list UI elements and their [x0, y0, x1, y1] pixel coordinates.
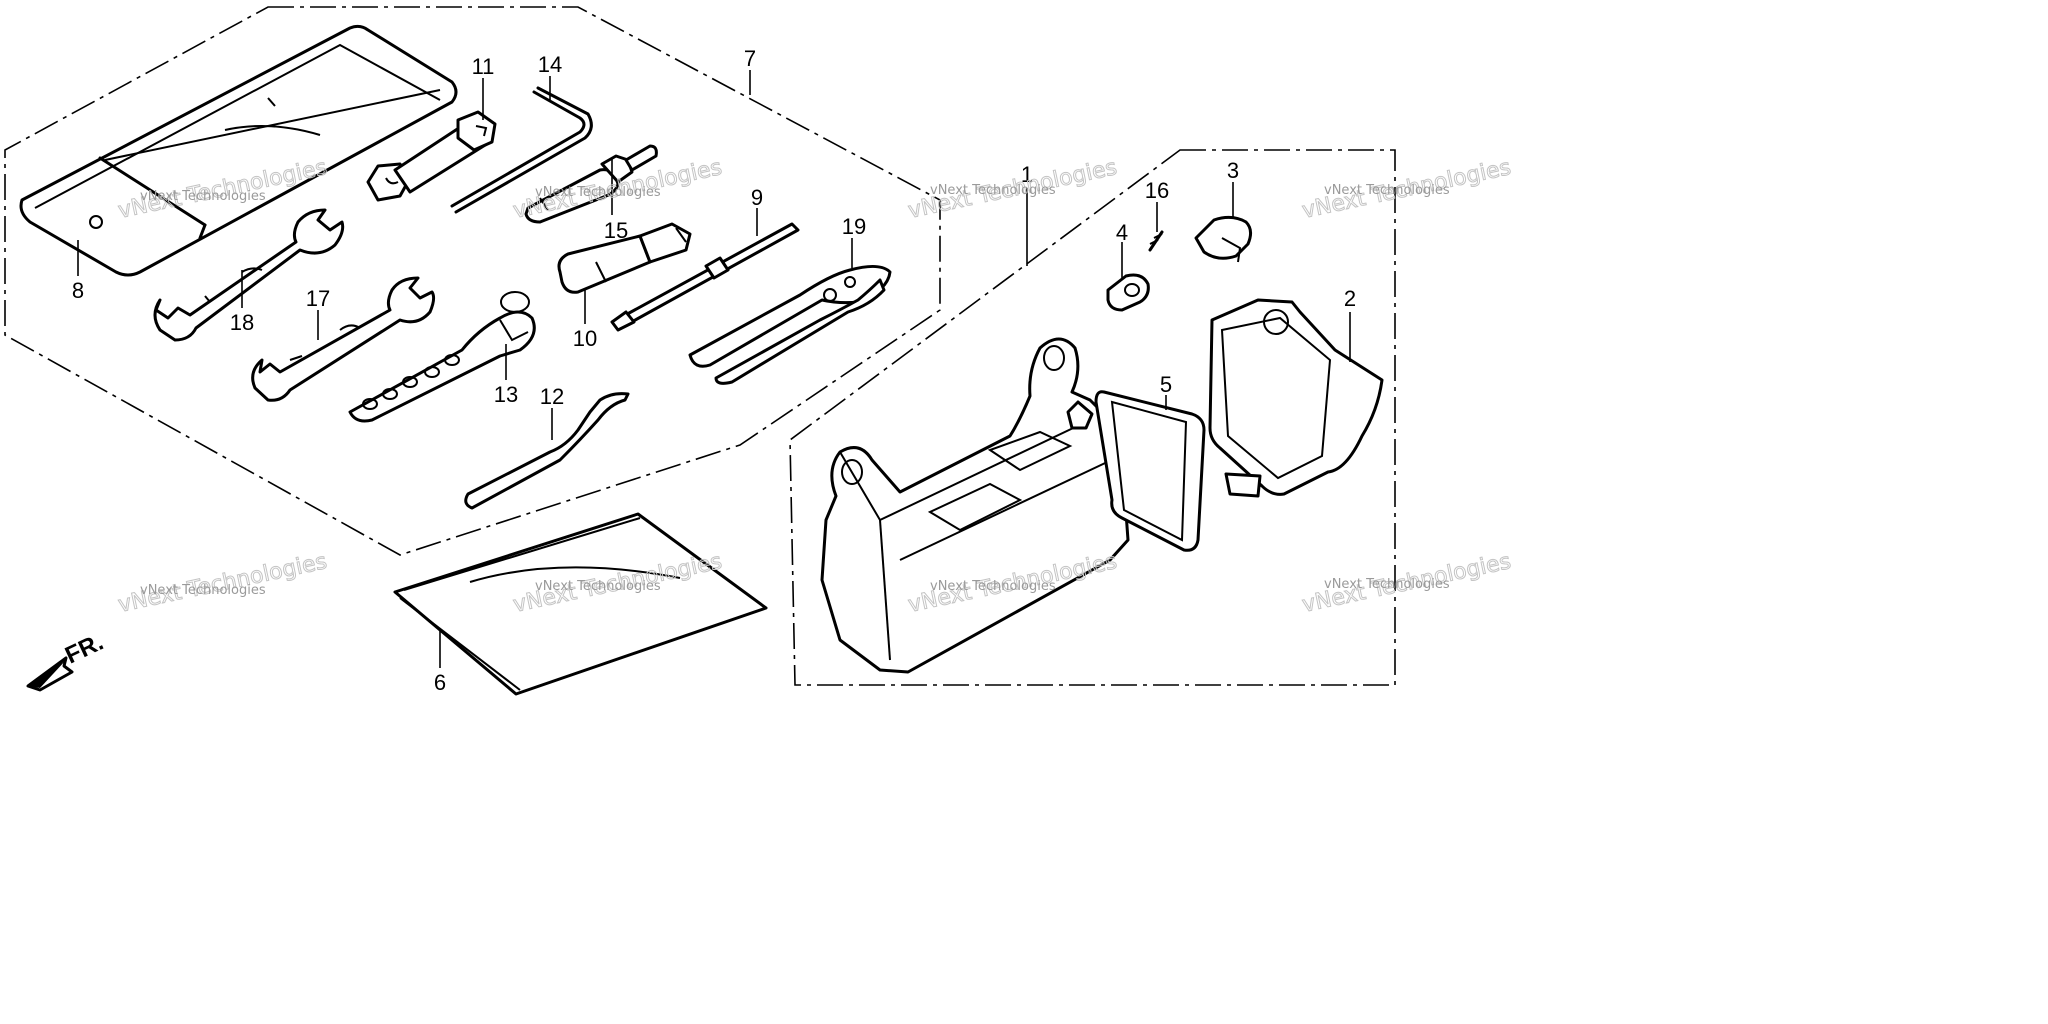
callout-8: 8 [72, 278, 84, 303]
tool-box-1 [820, 337, 1130, 674]
wrench-17 [251, 276, 436, 402]
watermark-small: vNext Technologies [930, 183, 1056, 198]
callout-10: 10 [573, 326, 597, 351]
watermark-corner-small: vNext Technologies [1324, 577, 1450, 592]
pliers-19 [688, 265, 892, 385]
bolt-3 [1194, 215, 1253, 263]
offset-wrench-13 [348, 291, 536, 423]
watermark-corner-small: vNext Technologies [1324, 183, 1450, 198]
callout-15: 15 [604, 218, 628, 243]
tool-box-lid-2 [1208, 298, 1384, 498]
gasket-5 [1094, 390, 1206, 552]
watermark-small: vNext Technologies [535, 579, 661, 594]
callout-17: 17 [306, 286, 330, 311]
screwdriver-grip-15 [524, 144, 658, 224]
box-wrench-11 [366, 110, 497, 202]
callout-1: 1 [1021, 162, 1033, 187]
callout-18: 18 [230, 310, 254, 335]
callout-14: 14 [538, 52, 562, 77]
callout-numbers: 1 2 3 4 5 6 7 8 9 10 11 12 13 14 15 16 1… [72, 46, 1356, 695]
tool-kit-group-boundary [4, 6, 941, 556]
callout-2: 2 [1344, 286, 1356, 311]
tool-bag [19, 24, 458, 277]
callout-13: 13 [494, 382, 518, 407]
watermark-small: vNext Technologies [140, 189, 266, 204]
nut-4 [1106, 273, 1150, 312]
tool-box-group-boundary [789, 149, 1396, 686]
wrench-18 [153, 208, 345, 342]
direction-label: FR. [61, 629, 107, 670]
callout-19: 19 [842, 214, 866, 239]
spring-16 [1148, 230, 1164, 252]
screwdriver-9 [610, 222, 800, 332]
callout-7: 7 [744, 46, 756, 71]
callout-16: 16 [1145, 178, 1169, 203]
callout-9: 9 [751, 185, 763, 210]
callout-5: 5 [1160, 372, 1172, 397]
front-direction-arrow [26, 656, 74, 692]
callout-3: 3 [1227, 158, 1239, 183]
watermark-small: vNext Technologies [140, 583, 266, 598]
callout-12: 12 [540, 384, 564, 409]
callout-11: 11 [472, 54, 495, 79]
leader-lines [77, 70, 1351, 668]
pin-spanner-12 [464, 392, 630, 510]
hex-key-14 [450, 86, 593, 214]
tool-kit-exploded-diagram: FR. 1 2 3 4 5 6 7 8 9 10 11 12 13 [4, 6, 1514, 696]
callout-6: 6 [434, 670, 446, 695]
screwdriver-handle-10 [557, 222, 692, 294]
callout-4: 4 [1116, 220, 1128, 245]
watermark-small: vNext Technologies [930, 579, 1056, 594]
watermark-small: vNext Technologies [535, 185, 661, 200]
owners-manual-6 [393, 512, 768, 696]
